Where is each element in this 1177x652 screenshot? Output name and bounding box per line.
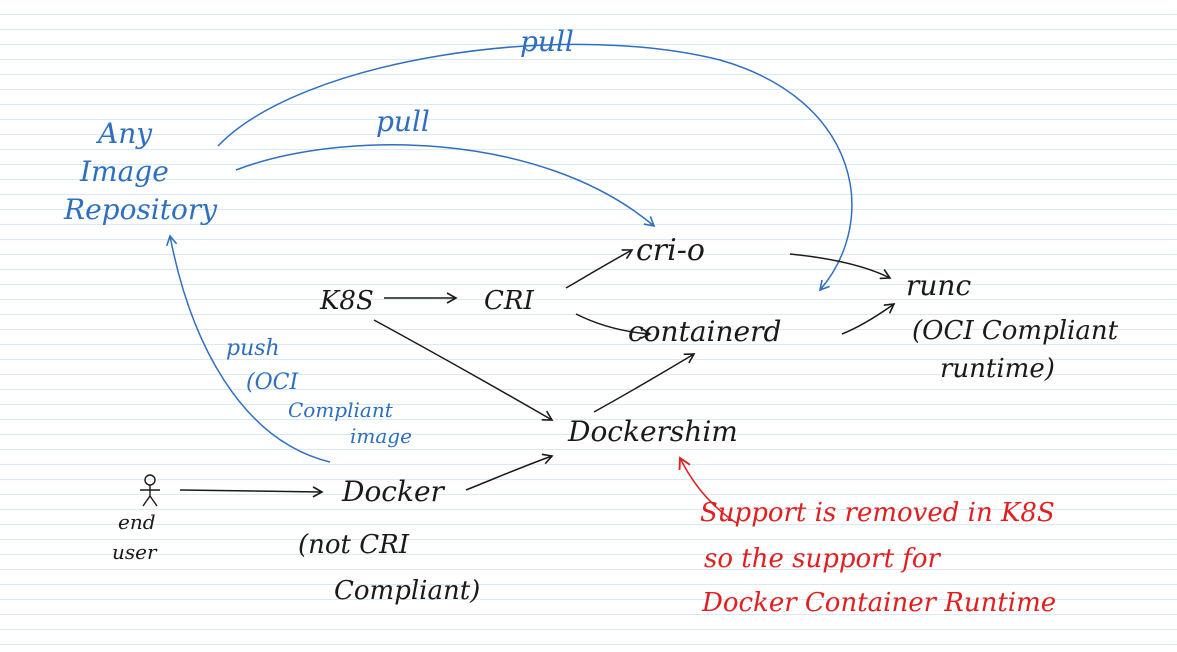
runc-note-line-2: runtime) <box>940 354 1055 384</box>
containerd-node: containerd <box>628 315 782 348</box>
arrow-containerd-to-runc <box>841 303 896 335</box>
push-label-line-2: (OCI <box>246 370 299 395</box>
arrow-crio-to-runc <box>789 253 892 280</box>
arrow-dockershim-to-containerd <box>593 353 696 413</box>
docker-note-line-1: (not CRI <box>298 530 409 560</box>
push-arrow-to-repository <box>166 234 331 463</box>
arrow-docker-to-dockershim <box>465 453 554 491</box>
pull-label-middle: pull <box>376 105 430 138</box>
k8s-node: K8S <box>320 286 374 316</box>
crio-node: cri-o <box>636 233 705 268</box>
arrow-cri-to-crio <box>565 249 634 289</box>
repository-label-line-3: Repository <box>64 193 218 226</box>
docker-note-line-2: Compliant) <box>334 576 481 606</box>
push-label-line-1: push <box>226 336 280 361</box>
removal-note-line-3: Docker Container Runtime <box>702 588 1057 618</box>
end-user-label-line-2: user <box>112 540 157 564</box>
docker-node: Docker <box>342 475 444 508</box>
repository-label-line-2: Image <box>80 155 169 188</box>
arrow-k8s-to-dockershim <box>373 319 554 421</box>
pull-arrow-to-crio <box>235 144 656 228</box>
runc-note-line-1: (OCI Compliant <box>912 316 1119 346</box>
stick-figure-icon <box>140 474 160 507</box>
removal-note-line-1: Support is removed in K8S <box>700 498 1055 528</box>
end-user-label-line-1: end <box>118 510 156 534</box>
push-label-line-4: image <box>350 424 412 448</box>
repository-label-line-1: Any <box>98 117 153 150</box>
runc-node: runc <box>906 269 972 302</box>
arrow-user-to-docker <box>179 486 324 498</box>
pull-label-top: pull <box>520 25 574 58</box>
pull-arrow-to-runc <box>217 43 853 292</box>
push-label-line-3: Compliant <box>288 398 393 422</box>
arrow-cri-to-containerd <box>575 313 652 340</box>
note-arrow-to-dockershim <box>678 456 739 525</box>
dockershim-node: Dockershim <box>568 415 738 448</box>
removal-note-line-2: so the support for <box>704 544 940 574</box>
cri-node: CRI <box>484 286 534 316</box>
